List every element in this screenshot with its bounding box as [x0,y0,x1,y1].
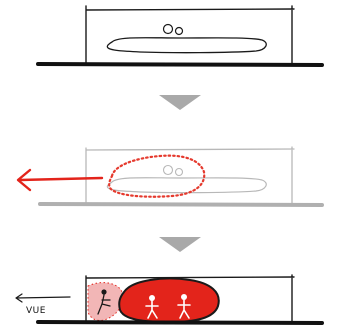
red-arrow-head [16,168,32,192]
step-1-existing-volume [36,5,324,67]
step-3-ground-line [36,320,324,325]
step-2-ground-line [38,202,324,207]
step-1-circle-a [162,23,174,35]
step-1-box-outline [85,5,295,65]
step-3-box-outline [85,274,295,323]
step-1-pool-shape [106,37,267,54]
step-1-ground-line [36,62,324,67]
step-2-pool-shape [106,177,267,194]
step-3-pink-bulge [87,282,124,321]
down-arrow-1 [159,95,201,110]
down-arrow-2 [159,237,201,252]
step-1-circle-b [174,26,184,36]
red-arrow-shaft [18,176,104,182]
step-3-red-volume [118,277,220,324]
step-3-person-viewer [97,289,111,315]
step-2-dotted-extraction-outline [108,154,206,198]
step-2-box-outline [85,146,295,205]
view-label: VUE [26,306,46,316]
step-3-occupied-volume: VUE [15,274,324,325]
step-2-circle-b [174,167,184,177]
step-3-person-2 [177,294,191,319]
step-2-red-arrow [16,168,104,192]
view-arrow [15,293,71,303]
step-3-person-1 [145,295,159,319]
step-2-circle-a [162,164,174,176]
step-2-extract-volume [16,146,324,207]
